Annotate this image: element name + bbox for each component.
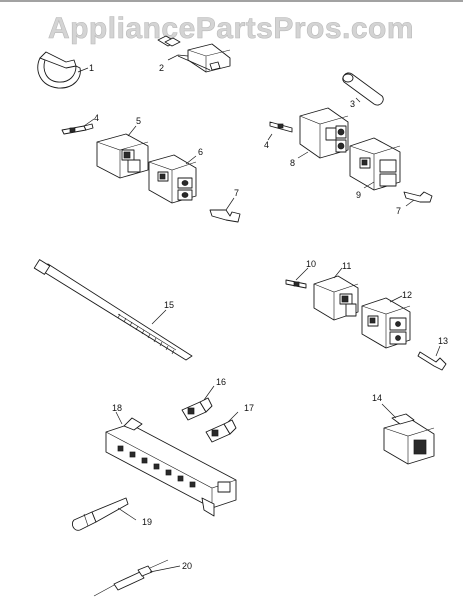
watermark-logo: AppliancePartsPros.com bbox=[48, 12, 414, 45]
callout-2: 2 bbox=[159, 63, 164, 73]
callout-4b: 4 bbox=[264, 140, 269, 150]
part-18-connector-strip[interactable] bbox=[105, 417, 237, 517]
callout-14: 14 bbox=[372, 393, 382, 403]
part-5-connector-housing[interactable] bbox=[96, 133, 149, 179]
callout-3: 3 bbox=[350, 99, 355, 109]
callout-17: 17 bbox=[244, 403, 254, 413]
callout-7b: 7 bbox=[396, 206, 401, 216]
part-9-connector-housing[interactable] bbox=[349, 137, 401, 191]
callout-11: 11 bbox=[342, 261, 351, 271]
callout-19: 19 bbox=[142, 517, 152, 527]
part-20-wire-splice[interactable] bbox=[93, 559, 169, 597]
callout-20: 20 bbox=[182, 561, 192, 571]
callout-8: 8 bbox=[290, 158, 295, 168]
part-6-connector-housing[interactable] bbox=[148, 154, 197, 204]
callout-10: 10 bbox=[306, 259, 316, 269]
callout-15: 15 bbox=[164, 300, 174, 310]
part-4-terminal-left[interactable] bbox=[61, 123, 94, 135]
part-17-terminal[interactable] bbox=[205, 419, 237, 443]
part-11-connector-housing[interactable] bbox=[313, 275, 359, 321]
callout-5: 5 bbox=[136, 116, 141, 126]
callout-4: 4 bbox=[94, 113, 99, 123]
part-4-terminal-right[interactable] bbox=[269, 121, 293, 133]
callout-1: 1 bbox=[89, 63, 94, 73]
callout-13: 13 bbox=[438, 336, 448, 346]
part-19-probe-tool[interactable] bbox=[71, 497, 129, 531]
callout-7: 7 bbox=[234, 188, 239, 198]
part-12-connector-housing[interactable] bbox=[361, 297, 411, 349]
part-3-splice-tube[interactable] bbox=[342, 72, 384, 106]
part-15-cable-tie[interactable] bbox=[33, 259, 193, 361]
part-8-connector-housing[interactable] bbox=[299, 107, 349, 159]
callout-12: 12 bbox=[402, 290, 412, 300]
callout-6: 6 bbox=[198, 147, 203, 157]
part-7-terminal-left[interactable] bbox=[209, 209, 241, 223]
part-10-terminal[interactable] bbox=[285, 279, 307, 289]
strip-terminals bbox=[117, 445, 231, 493]
part-16-terminal[interactable] bbox=[181, 397, 213, 421]
callout-18: 18 bbox=[112, 403, 122, 413]
part-14-connector-cap[interactable] bbox=[383, 413, 435, 465]
callout-16: 16 bbox=[216, 377, 226, 387]
part-1-clamp[interactable] bbox=[37, 51, 81, 89]
part-13-terminal[interactable] bbox=[417, 351, 447, 371]
part-7-terminal-right[interactable] bbox=[403, 191, 433, 203]
cable-tie-serrations bbox=[117, 313, 175, 355]
callout-9: 9 bbox=[356, 190, 361, 200]
callout-labels: 1 2 3 4 5 6 7 4 8 9 7 10 11 12 13 14 15 … bbox=[89, 63, 448, 571]
